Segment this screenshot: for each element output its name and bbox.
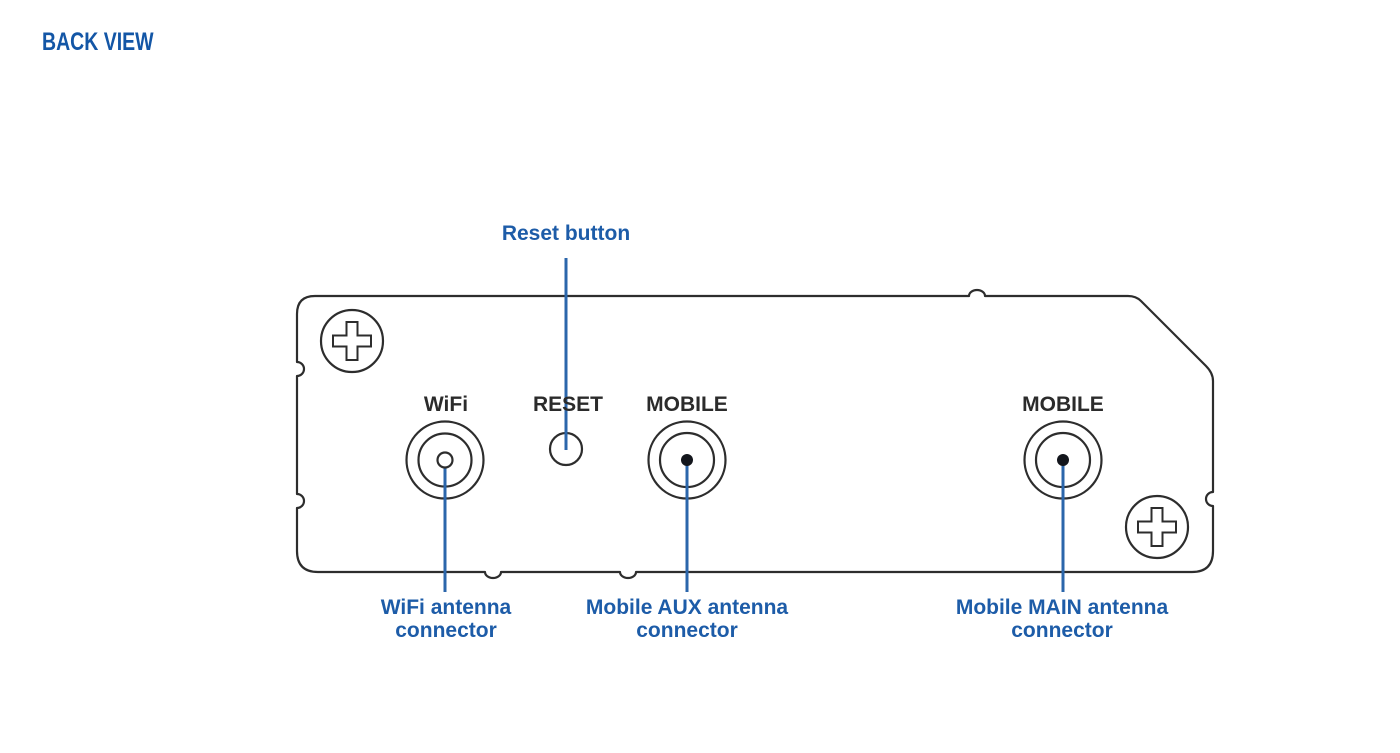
mobile-main-connector-center-pin [1057,454,1069,466]
page-title: BACK VIEW [42,28,154,56]
device-panel-outline [295,288,1215,580]
callout-label-reset-button: Reset button [502,222,630,245]
panel-label-wifi: WiFi [424,393,468,416]
panel-label-reset: RESET [533,393,603,416]
panel-label-mobile-aux: MOBILE [646,393,728,416]
callout-label-wifi-antenna-line2: connector [395,619,497,642]
mobile-aux-connector-center-pin [681,454,693,466]
callout-label-mobile-aux-antenna-line1: Mobile AUX antenna [586,596,789,619]
callout-label-mobile-main-antenna-line1: Mobile MAIN antenna [956,596,1169,619]
callout-label-mobile-aux-antenna-line2: connector [636,619,738,642]
callout-label-mobile-main-antenna-line2: connector [1011,619,1113,642]
phillips-screw-icon-top-left [319,308,385,374]
callout-label-wifi-antenna-line1: WiFi antenna [381,596,512,619]
wifi-connector-center-pin [436,451,454,469]
phillips-screw-icon-bottom-right [1124,494,1190,560]
panel-label-mobile-main: MOBILE [1022,393,1104,416]
